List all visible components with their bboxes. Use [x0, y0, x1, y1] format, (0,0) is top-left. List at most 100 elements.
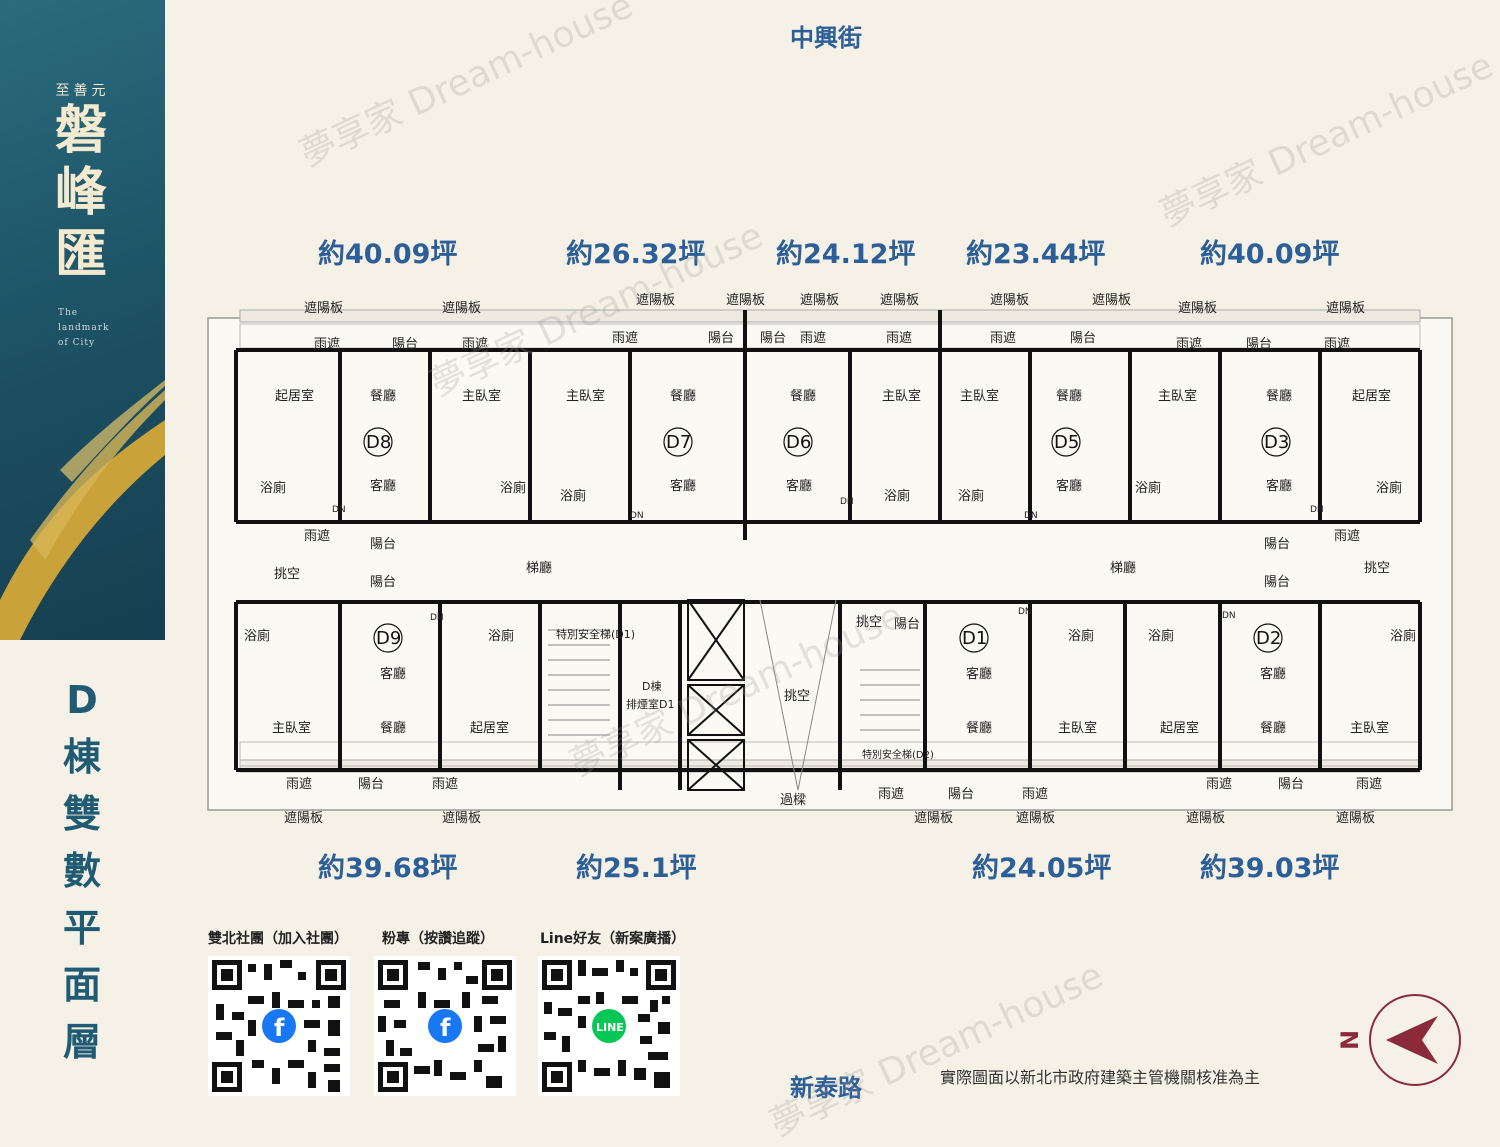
room-sunshade: 遮陽板 — [1326, 300, 1365, 316]
room-void: 挑空 — [856, 615, 882, 630]
room-canopy: 雨遮 — [432, 776, 458, 792]
floor-title-char: 層 — [62, 1020, 101, 1064]
floor-title-char: 數 — [62, 849, 101, 893]
room-living: 客廳 — [670, 478, 696, 494]
compass: N — [1336, 994, 1461, 1086]
qr-code-group[interactable]: f — [208, 956, 350, 1096]
room-sunshade: 遮陽板 — [1336, 810, 1375, 826]
area-label-d9: 約39.68坪 — [318, 853, 458, 884]
area-label-d7: 約26.32坪 — [566, 239, 706, 270]
room-balcony: 陽台 — [370, 537, 396, 552]
room-bedroom: 起居室 — [470, 720, 509, 736]
room-balcony: 陽台 — [1264, 575, 1290, 590]
room-sunshade: 遮陽板 — [914, 810, 953, 826]
room-smoke-room: 排煙室D1 — [626, 697, 674, 711]
unit-id-d7: D7 — [666, 432, 691, 453]
room-balcony: 陽台 — [708, 331, 734, 346]
room-balcony: 陽台 — [1264, 537, 1290, 552]
room-smoke-room: D棟 — [642, 679, 661, 693]
room-canopy: 雨遮 — [304, 528, 330, 544]
room-living: 客廳 — [1260, 666, 1286, 682]
sunshade-strip-top — [239, 309, 1421, 323]
room-sunshade: 遮陽板 — [880, 292, 919, 308]
room-dn: DN — [430, 613, 444, 623]
room-living: 客廳 — [1056, 478, 1082, 494]
room-bath: 浴廁 — [244, 628, 270, 644]
line-icon — [592, 1009, 626, 1043]
floor-title-char: 面 — [62, 963, 101, 1007]
room-sunshade: 遮陽板 — [442, 810, 481, 826]
room-balcony: 陽台 — [760, 331, 786, 346]
walls — [234, 310, 1422, 790]
room-sunshade: 遮陽板 — [800, 292, 839, 308]
unit-id-d1: D1 — [962, 628, 987, 649]
room-canopy: 雨遮 — [1334, 528, 1360, 544]
room-master: 主臥室 — [1350, 720, 1389, 736]
area-label-d1: 約24.05坪 — [972, 853, 1112, 884]
room-void: 挑空 — [784, 689, 810, 704]
unit-id-d3: D3 — [1264, 432, 1289, 453]
brand-name-line: 磐 — [55, 100, 108, 161]
room-master: 主臥室 — [882, 388, 921, 404]
room-dn: DN — [332, 505, 346, 515]
compass-north-label: N — [1336, 1030, 1364, 1050]
room-master: 主臥室 — [272, 720, 311, 736]
room-corridor: 過樑 — [780, 793, 806, 808]
brand-name: 磐 峰 匯 — [55, 100, 125, 286]
room-canopy: 雨遮 — [612, 330, 638, 346]
room-dn: DN — [840, 497, 854, 507]
area-label-d2: 約39.03坪 — [1200, 853, 1340, 884]
room-canopy: 雨遮 — [1356, 776, 1382, 792]
room-bath: 浴廁 — [884, 488, 910, 504]
street-bottom: 新泰路 — [790, 1074, 862, 1102]
building-outline — [207, 317, 1453, 811]
room-living: 客廳 — [786, 478, 812, 494]
room-canopy: 雨遮 — [1324, 336, 1350, 352]
room-bath: 浴廁 — [1135, 480, 1161, 496]
gold-wave-decoration — [0, 380, 165, 640]
room-canopy: 雨遮 — [286, 776, 312, 792]
room-void: 挑空 — [274, 567, 300, 582]
qr-label-group: 雙北社團（加入社團） — [208, 931, 348, 947]
qr-code-fanpage[interactable]: f — [374, 956, 516, 1096]
area-label-stair: 約25.1坪 — [576, 853, 697, 884]
disclaimer: 實際圖面以新北市政府建築主管機關核准為主 — [940, 1068, 1261, 1087]
watermark: 夢享家 Dream-house — [293, 0, 640, 176]
room-dn: DN — [630, 511, 644, 521]
room-balcony: 陽台 — [370, 575, 396, 590]
room-sunshade: 遮陽板 — [304, 300, 343, 316]
room-master: 主臥室 — [1158, 388, 1197, 404]
room-canopy: 雨遮 — [1206, 776, 1232, 792]
room-canopy: 雨遮 — [1022, 786, 1048, 802]
room-canopy: 雨遮 — [886, 330, 912, 346]
room-bedroom: 起居室 — [1160, 720, 1199, 736]
unit-id-d9: D9 — [376, 628, 401, 649]
unit-id-d5: D5 — [1054, 432, 1079, 453]
svg-text:LINE: LINE — [596, 1021, 624, 1034]
room-sunshade: 遮陽板 — [990, 292, 1029, 308]
room-bath: 浴廁 — [1148, 628, 1174, 644]
room-dining: 餐廳 — [1266, 388, 1292, 404]
room-canopy: 雨遮 — [800, 330, 826, 346]
room-sunshade: 遮陽板 — [442, 300, 481, 316]
svg-text:f: f — [440, 1014, 451, 1042]
brand-sidebar: 至善元 磐 峰 匯 The landmark of City — [0, 0, 165, 640]
street-top: 中興街 — [790, 24, 862, 52]
room-master: 主臥室 — [1058, 720, 1097, 736]
room-sunshade: 遮陽板 — [1016, 810, 1055, 826]
room-master: 主臥室 — [462, 388, 501, 404]
watermark: 夢享家 Dream-house — [763, 955, 1110, 1146]
tagline-line: of City — [58, 338, 96, 348]
room-balcony: 陽台 — [1278, 777, 1304, 792]
room-dining: 餐廳 — [966, 720, 992, 736]
room-dining: 餐廳 — [670, 388, 696, 404]
qr-code-line[interactable]: LINE — [538, 956, 680, 1096]
floor-plan: 起居室 餐廳 主臥室 客廳 浴廁 浴廁 主臥室 餐廳 客廳 浴廁 餐廳 主臥室 … — [207, 292, 1453, 826]
room-stairs: 梯廳 — [526, 560, 552, 576]
room-dining: 餐廳 — [790, 388, 816, 404]
room-sunshade: 遮陽板 — [1092, 292, 1131, 308]
room-dn: DN — [1310, 505, 1324, 515]
unit-ids: D8 D7 D6 D5 D3 D9 D1 D2 — [366, 432, 1289, 649]
brand-subtitle: 至善元 — [55, 83, 110, 99]
void-lines — [759, 599, 837, 791]
